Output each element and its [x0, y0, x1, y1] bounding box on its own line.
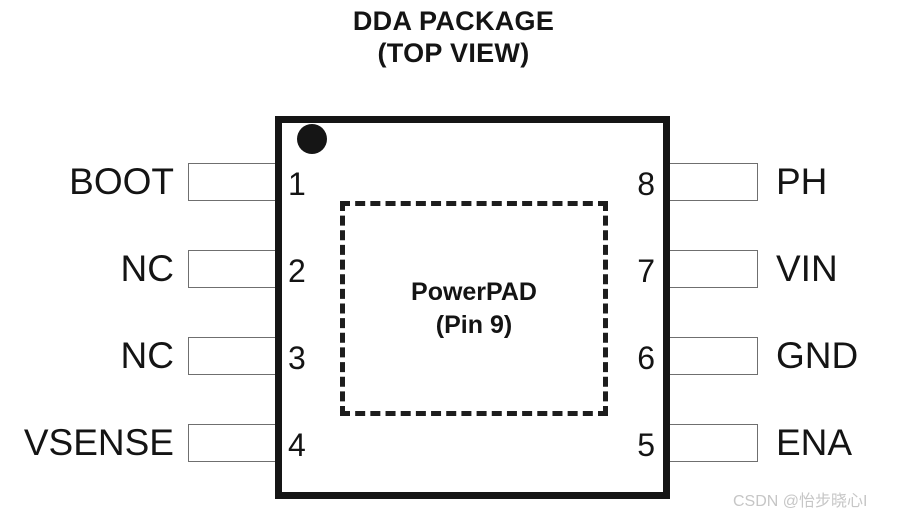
- pin-label-nc-2: NC: [120, 248, 174, 289]
- powerpad-name: PowerPAD: [411, 277, 537, 306]
- pin-label-ena: ENA: [776, 422, 853, 463]
- pin-1-indicator-dot: [297, 124, 327, 154]
- pin-label-gnd: GND: [776, 335, 859, 376]
- lead-pin-2: [188, 250, 280, 288]
- pin-number-1: 1: [288, 166, 306, 202]
- pin-number-6: 6: [637, 340, 655, 376]
- watermark-text: CSDN @怡步晓心I: [733, 493, 868, 510]
- pin-number-5: 5: [637, 427, 655, 463]
- title-line-package: DDA PACKAGE: [352, 6, 555, 36]
- pin-label-ph: PH: [776, 161, 828, 202]
- lead-pin-5: [668, 424, 758, 462]
- lead-pin-3: [188, 337, 280, 375]
- powerpad-pin-number: (Pin 9): [435, 310, 513, 339]
- pin-number-3: 3: [288, 340, 306, 376]
- diagram-title: DDA PACKAGE (TOP VIEW): [0, 6, 907, 70]
- pin-number-4: 4: [288, 427, 306, 463]
- lead-pin-1: [188, 163, 280, 201]
- pin-number-7: 7: [637, 253, 655, 289]
- powerpad-region: PowerPAD (Pin 9): [340, 201, 608, 416]
- pin-label-vin: VIN: [776, 248, 838, 289]
- lead-pin-8: [668, 163, 758, 201]
- lead-pin-7: [668, 250, 758, 288]
- lead-pin-4: [188, 424, 280, 462]
- pin-label-vsense: VSENSE: [23, 422, 174, 463]
- title-line-view: (TOP VIEW): [377, 37, 530, 68]
- lead-pin-6: [668, 337, 758, 375]
- pin-label-nc-3: NC: [120, 335, 174, 376]
- pin-number-8: 8: [637, 166, 655, 202]
- pin-label-boot: BOOT: [69, 161, 174, 202]
- pin-number-2: 2: [288, 253, 306, 289]
